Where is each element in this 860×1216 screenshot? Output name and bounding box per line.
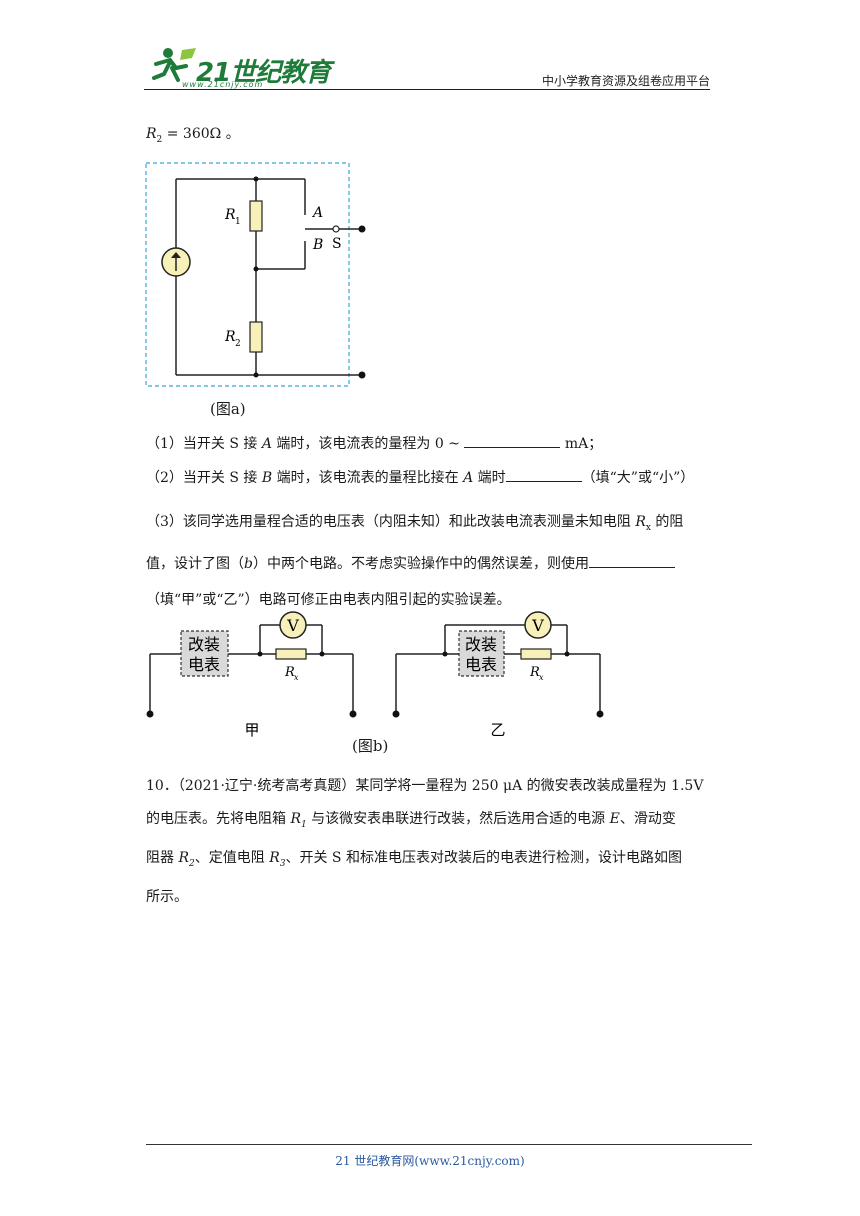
figure-b-caption: (图b) (352, 737, 389, 755)
p10-line-2: 的电压表。先将电阻箱 R1 与该微安表串联进行改装，然后选用合适的电源 E、滑动… (146, 803, 716, 842)
circuit-jia: 改装 电表 V R x 甲 (146, 611, 357, 739)
question-1: （1）当开关 S 接 A 端时，该电流表的量程为 0 ~ mA； (146, 433, 716, 454)
p10-r3-sub: 3 (279, 858, 286, 869)
p10-l2-a: 的电压表。先将电阻箱 (146, 811, 291, 827)
box-left-line1: 改装 (188, 635, 220, 654)
voltmeter-left-label: V (286, 616, 299, 635)
voltmeter-right-icon (524, 611, 552, 639)
p10-l2-b: 与该微安表串联进行改装，然后选用合适的电源 (306, 811, 610, 827)
q2-prefix: （2）当开关 S 接 (146, 470, 262, 486)
p10-l3-b: 、定值电阻 (194, 849, 270, 866)
p10-r1-sub: 1 (301, 819, 307, 830)
q2-term2: A (463, 470, 474, 486)
question-2: （2）当开关 S 接 B 端时，该电流表的量程比接在 A 端时 （填“大”或“小”… (146, 467, 716, 488)
q3-line-2: 值，设计了图（b）中两个电路。不考虑实验操作中的偶然误差，则使用 (146, 546, 716, 582)
rx-left-sub: x (294, 673, 299, 682)
box-right-line1: 改装 (465, 635, 497, 654)
logo-text: 21世纪教育 (196, 58, 331, 88)
problem-10: 10．（2021·辽宁·统考高考真题）某同学将一量程为 250 μA 的微安表改… (146, 770, 716, 914)
intro-line: R2 = 360Ω 。 (146, 124, 716, 150)
resistor-r1 (249, 200, 263, 232)
label-yi: 乙 (490, 721, 505, 739)
r1-label: R (224, 207, 236, 223)
question-3: （3）该同学选用量程合适的电压表（内阻未知）和此改装电流表测量未知电阻 Rx 的… (146, 504, 716, 618)
p10-line-4: 所示。 (146, 888, 188, 905)
label-jia: 甲 (244, 721, 259, 739)
r1-sub: 1 (235, 217, 241, 227)
terminal-b-label: B (312, 237, 323, 253)
box-right-line2: 电表 (465, 655, 497, 674)
q2-mid2: 端时 (473, 470, 506, 486)
q3-line2-prefix: 值，设计了图（ (146, 555, 244, 572)
q3-var: R (635, 514, 646, 530)
dashed-boundary (145, 162, 350, 387)
q3-line1-suffix: 的阻 (650, 514, 684, 530)
runner-logo-icon (152, 48, 196, 82)
p10-line-1: 10．（2021·辽宁·统考高考真题）某同学将一量程为 250 μA 的微安表改… (146, 778, 704, 794)
figure-b-circuits: 改装 电表 V R x 甲 改装 电表 (146, 611, 604, 739)
p10-r1: R (290, 811, 301, 827)
q1-mid: 端时，该电流表的量程为 0 ~ (271, 436, 465, 452)
voltmeter-right-label: V (531, 616, 544, 635)
modified-meter-box-left (180, 630, 229, 677)
r2-sub: 2 (156, 134, 163, 145)
q3-line2-mid: ）中两个电路。不考虑实验操作中的偶然误差，则使用 (252, 555, 589, 572)
q3-var-sub: x (645, 522, 651, 533)
q3-line-3: （填“甲”或“乙”）电路可修正由电表内阻引起的实验误差。 (146, 591, 511, 608)
modified-meter-box-right (458, 630, 505, 677)
q2-answer-blank[interactable] (505, 467, 582, 482)
q2-term: B (261, 470, 273, 486)
rx-resistor-right (520, 648, 552, 660)
q3-line-1: （3）该同学选用量程合适的电压表（内阻未知）和此改装电流表测量未知电阻 Rx 的… (146, 504, 716, 546)
rx-right-label: R (529, 665, 540, 680)
q3-line1-prefix: （3）该同学选用量程合适的电压表（内阻未知）和此改装电流表测量未知电阻 (146, 514, 636, 530)
q2-suffix: （填“大”或“小”） (581, 470, 695, 486)
q2-mid: 端时，该电流表的量程比接在 (272, 470, 464, 486)
q1-answer-blank[interactable] (464, 433, 561, 448)
p10-line-3: 阻器 R2、定值电阻 R3、开关 S 和标准电压表对改装后的电表进行检测，设计电… (146, 842, 716, 881)
p10-l3-a: 阻器 (146, 849, 179, 866)
rx-resistor-left (275, 648, 307, 660)
q1-suffix: mA； (560, 436, 603, 452)
r2-value: = 360Ω 。 (162, 126, 240, 142)
q3-answer-blank[interactable] (588, 553, 675, 568)
p10-e: E (609, 811, 620, 827)
circuit-yi: 改装 电表 V R x 乙 (392, 611, 604, 739)
q1-prefix: （1）当开关 S 接 (146, 436, 262, 452)
p10-l3-c: 、开关 S 和标准电压表对改装后的电表进行检测，设计电路如图 (285, 849, 682, 866)
p10-r2-sub: 2 (189, 858, 195, 869)
p10-r3: R (269, 849, 280, 866)
header-divider (144, 89, 710, 90)
footer-link[interactable]: 21 世纪教育网(www.21cnjy.com) (335, 1154, 525, 1168)
rx-left-label: R (284, 665, 295, 680)
switch-s-label: S (332, 236, 342, 252)
figure-a-caption: (图a) (210, 400, 246, 418)
figure-a-circuit: R 1 R 2 A B S (145, 162, 366, 387)
rx-right-sub: x (539, 673, 544, 682)
q3-fig: b (244, 555, 253, 572)
r2-var: R (146, 126, 157, 142)
box-left-line2: 电表 (188, 655, 220, 674)
q1-term: A (261, 436, 272, 452)
resistor-r2 (249, 321, 263, 353)
p10-r2: R (178, 849, 189, 866)
header-platform-text: 中小学教育资源及组卷应用平台 (541, 74, 710, 88)
logo (146, 46, 306, 88)
r2-sub: 2 (235, 339, 241, 349)
footer-divider (146, 1144, 752, 1145)
r2-label: R (224, 329, 236, 345)
logo-url: www.21cnjy.com (182, 80, 264, 89)
terminal-a-label: A (311, 205, 323, 221)
p10-l2-c: 、滑动变 (619, 811, 676, 827)
voltmeter-left-icon (279, 611, 307, 639)
